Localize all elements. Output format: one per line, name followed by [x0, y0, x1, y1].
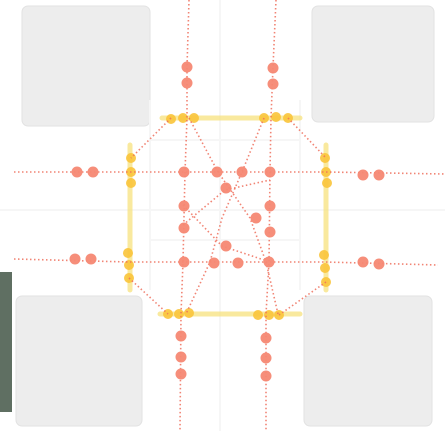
block-bottom-left — [16, 296, 142, 426]
crosswalk-node — [322, 178, 332, 188]
path-node — [179, 201, 190, 212]
crosswalk-node — [320, 153, 330, 163]
crosswalk-node — [124, 260, 134, 270]
path-node — [261, 353, 272, 364]
path-node — [176, 331, 187, 342]
block-top-right — [312, 6, 434, 122]
path-node — [251, 213, 262, 224]
block-top-left — [22, 6, 150, 126]
path-node — [72, 167, 83, 178]
path-node — [70, 254, 81, 265]
path-node — [179, 223, 190, 234]
path-node — [265, 227, 276, 238]
crosswalk-node — [174, 309, 184, 319]
path-node — [237, 167, 248, 178]
path-node — [264, 257, 275, 268]
crosswalk-node — [319, 250, 329, 260]
path-node — [261, 371, 272, 382]
photo-strip — [0, 272, 12, 412]
city-blocks — [0, 6, 434, 426]
path-node — [233, 258, 244, 269]
path-node — [182, 78, 193, 89]
path-node — [86, 254, 97, 265]
path-diagonal-4 — [183, 205, 264, 260]
path-node — [176, 352, 187, 363]
crosswalk-node — [189, 113, 199, 123]
crosswalk-node — [123, 248, 133, 258]
path-node — [212, 167, 223, 178]
path-node — [358, 170, 369, 181]
path-node — [261, 333, 272, 344]
path-node — [265, 167, 276, 178]
path-node — [268, 79, 279, 90]
path-node — [358, 257, 369, 268]
path-node — [268, 63, 279, 74]
path-node — [182, 62, 193, 73]
crosswalk-node — [178, 113, 188, 123]
path-corner-ne — [288, 118, 326, 158]
block-bottom-right — [304, 296, 432, 426]
crosswalk-node — [264, 310, 274, 320]
crosswalk-node — [126, 178, 136, 188]
path-node — [179, 167, 190, 178]
path-node — [374, 259, 385, 270]
crosswalk-node — [184, 308, 194, 318]
path-node — [209, 258, 220, 269]
path-node — [179, 257, 190, 268]
path-node — [374, 170, 385, 181]
path-diagonal-1 — [189, 118, 278, 314]
path-node — [221, 183, 232, 194]
crosswalk-node — [271, 112, 281, 122]
crosswalk-node — [253, 310, 263, 320]
path-node — [265, 201, 276, 212]
path-node — [176, 369, 187, 380]
crosswalk-node — [320, 263, 330, 273]
path-node — [221, 241, 232, 252]
path-node — [88, 167, 99, 178]
